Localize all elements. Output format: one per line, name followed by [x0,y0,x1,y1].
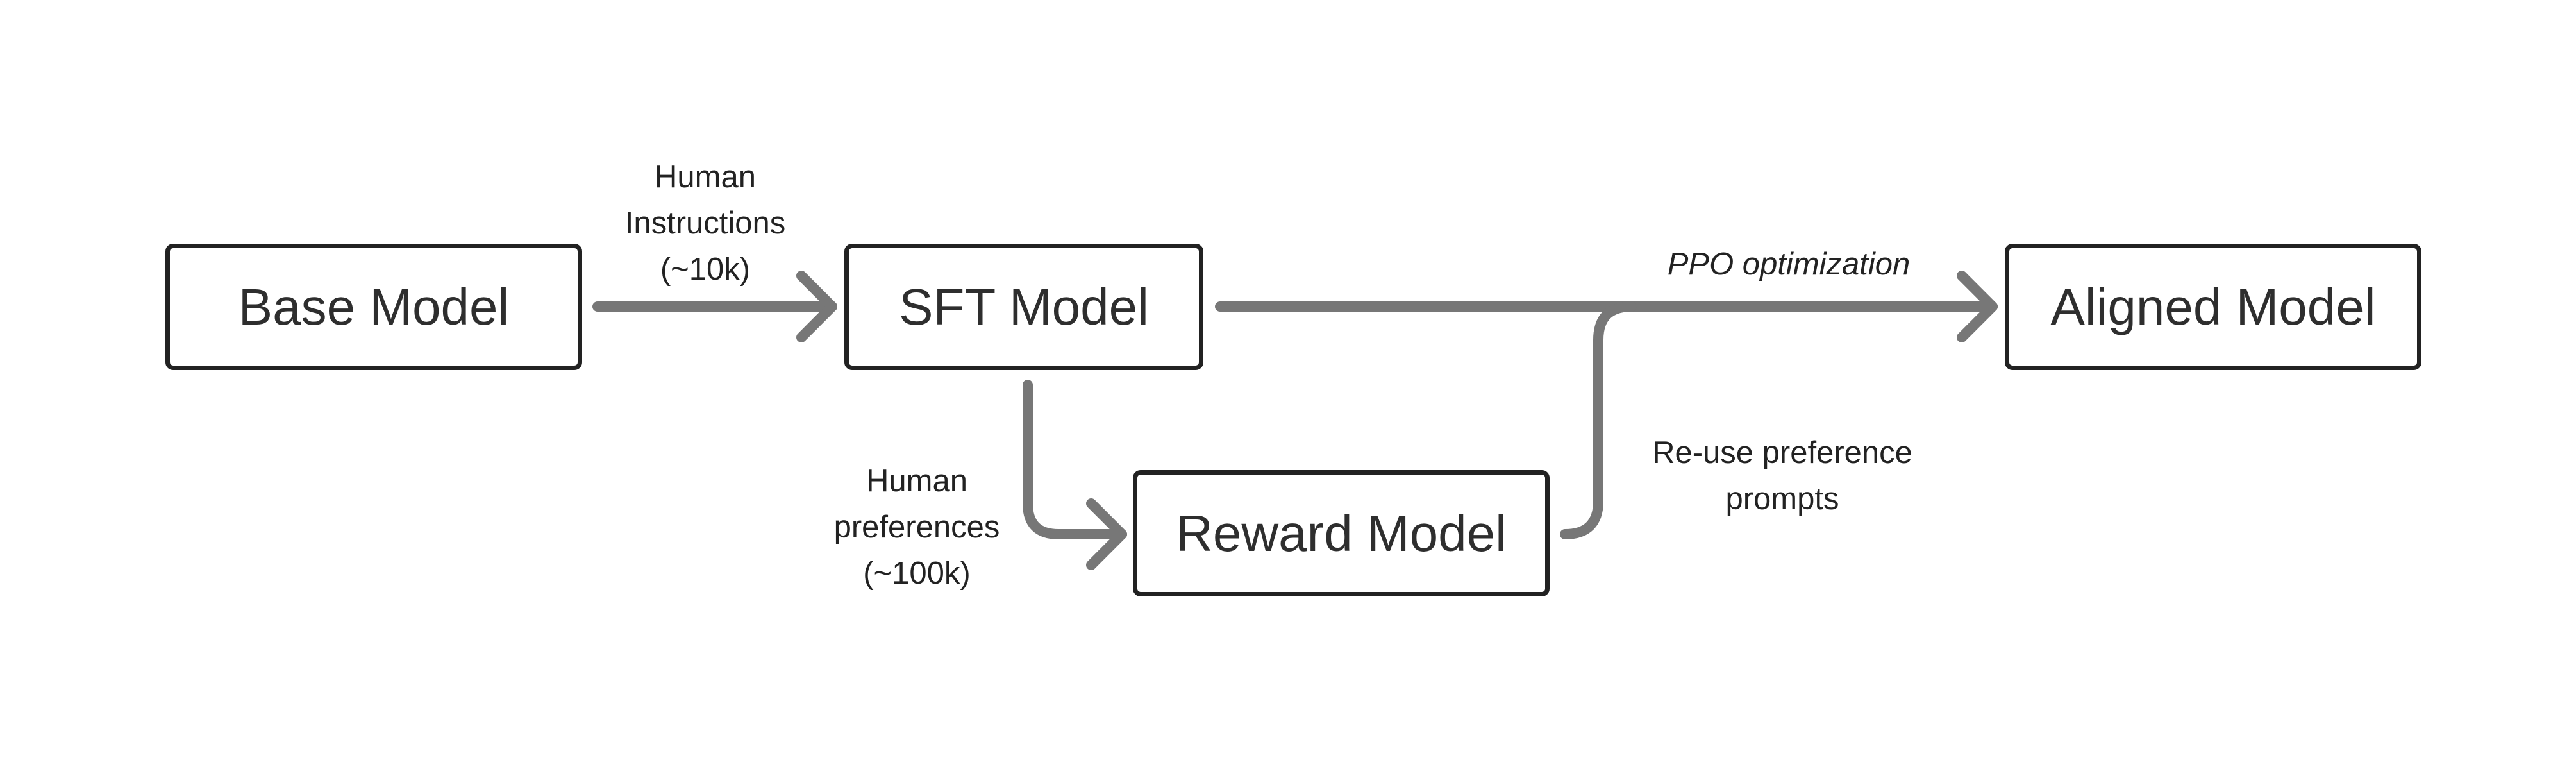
human-instructions-label: Human Instructions (~10k) [583,154,827,292]
connector-reward-to-ppo [1560,301,1637,539]
human-preferences-line-2: preferences [833,510,1000,545]
reuse-preference-prompts-label: Re-use preference prompts [1616,430,1949,522]
arrowhead-sft-to-aligned [1957,271,1998,342]
reuse-preference-line-1: Re-use preference [1652,435,1912,470]
human-instructions-line-2: Instructions [624,206,786,241]
aligned-model-box: Aligned Model [2005,244,2421,370]
reuse-preference-line-2: prompts [1725,482,1839,516]
ppo-optimization-label: PPO optimization [1667,247,1911,282]
arrowhead-base-to-sft [796,271,837,342]
base-model-box: Base Model [165,244,582,370]
arrow-sft-to-reward [1023,380,1127,539]
human-instructions-line-3: (~10k) [660,252,751,287]
arrowhead-sft-to-reward [1086,498,1127,570]
base-model-label: Base Model [238,278,510,335]
sft-model-box: SFT Model [844,244,1203,370]
reward-model-label: Reward Model [1176,504,1507,562]
aligned-model-label: Aligned Model [2050,278,2376,335]
human-instructions-line-1: Human [655,160,756,194]
human-preferences-line-1: Human [866,464,967,498]
human-preferences-line-3: (~100k) [863,556,971,591]
reward-model-box: Reward Model [1133,470,1550,596]
human-preferences-label: Human preferences (~100k) [801,458,1032,596]
sft-model-label: SFT Model [899,278,1149,335]
